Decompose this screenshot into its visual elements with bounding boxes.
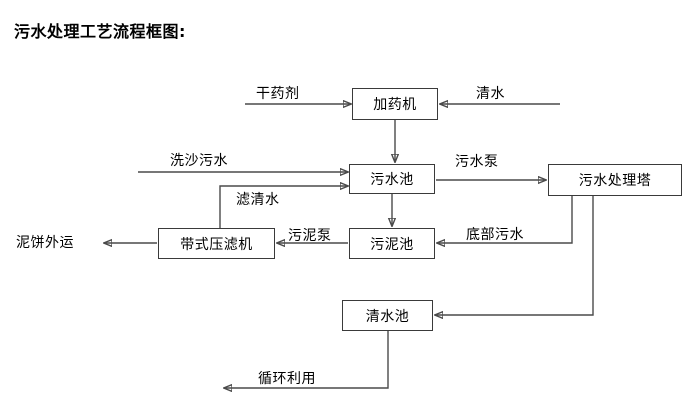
- label-bottom-wastewater: 底部污水: [466, 227, 524, 243]
- node-wastewater-pool[interactable]: 污水池: [349, 164, 435, 194]
- label-clean-water-in: 清水: [476, 86, 505, 102]
- label-filtered-clear-water: 滤清水: [236, 192, 280, 208]
- label-sludge-pump: 污泥泵: [288, 228, 332, 244]
- label-sand-wash-wastewater: 洗沙污水: [170, 153, 228, 169]
- page-title: 污水处理工艺流程框图:: [14, 22, 186, 41]
- label-dry-chemical: 干药剂: [256, 86, 300, 102]
- node-treatment-tower[interactable]: 污水处理塔: [548, 164, 682, 196]
- node-clean-water-pool[interactable]: 清水池: [342, 300, 433, 331]
- label-mud-cake-out: 泥饼外运: [16, 235, 74, 251]
- wire-tower-to-clean-water: [435, 196, 594, 315]
- node-belt-filter-press[interactable]: 带式压滤机: [158, 228, 275, 259]
- label-recycle-reuse: 循环利用: [258, 371, 316, 387]
- node-sludge-pool[interactable]: 污泥池: [349, 228, 435, 259]
- label-sewage-pump: 污水泵: [455, 154, 499, 170]
- node-dosing-machine[interactable]: 加药机: [352, 88, 438, 120]
